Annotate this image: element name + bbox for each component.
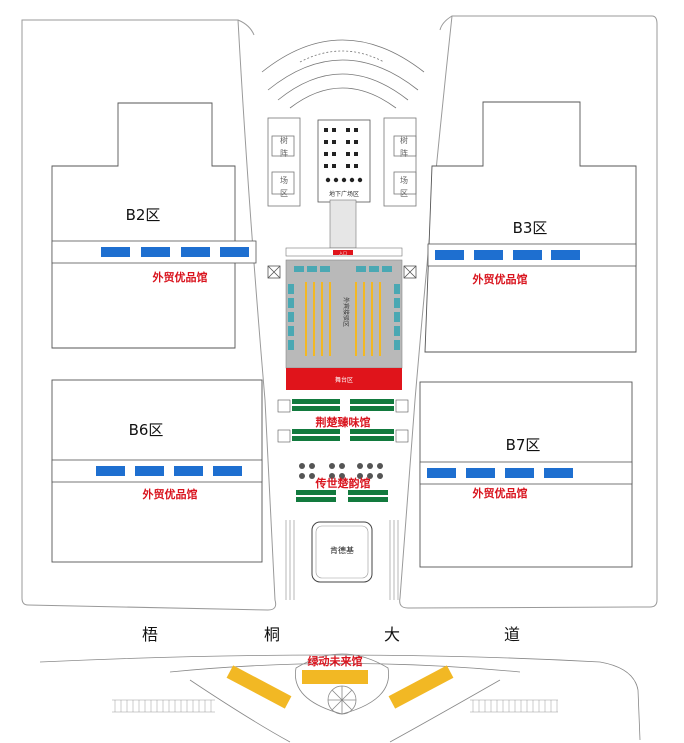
hall-lvdong-booths (226, 665, 454, 709)
hall-jingchu-booths (277, 399, 409, 443)
amphitheater (261, 39, 425, 109)
booth-row-b2 (101, 247, 249, 257)
road-char: 道 (504, 625, 520, 644)
road-char: 桐 (264, 625, 280, 644)
lower-plaza (39, 653, 641, 743)
hall-chuanshi-label[interactable]: 传世楚韵馆 (315, 476, 371, 490)
road-char: 大 (384, 625, 400, 644)
tree-plaza-right-char: 场 (400, 176, 408, 185)
stairway (329, 199, 357, 249)
booth-row-b3 (435, 250, 580, 260)
entrance-bar: 入口 (285, 247, 403, 257)
stage-label: 舞台区 (335, 376, 353, 384)
stage[interactable]: 舞台区 (286, 368, 402, 390)
zone-b3-label: B3区 (513, 219, 548, 237)
tree-plaza-left (267, 117, 301, 207)
underground-plaza[interactable]: 地下广场区 (317, 119, 371, 249)
hall-chuanshi-booths (296, 463, 388, 502)
lower-railings (112, 699, 558, 713)
zone-b6[interactable]: B6区 外贸优品馆 (51, 379, 263, 563)
shuttle-plaza-label: 外宾接驳区 (342, 297, 350, 327)
tree-plaza-right (383, 117, 417, 207)
booth-row-b6 (96, 466, 242, 476)
underground-plaza-label: 地下广场区 (329, 190, 359, 198)
tree-plaza-right-char: 区 (400, 189, 408, 198)
tree-plaza-right-char: 树 (400, 135, 408, 145)
tree-plaza-left-char: 区 (280, 189, 288, 198)
gold-rows (305, 282, 381, 356)
gate-icon-left (267, 265, 281, 279)
tree-plaza-left-char: 树 (280, 135, 288, 145)
zone-b6-label: B6区 (129, 421, 164, 439)
kfc-building[interactable]: 肯德基 (311, 521, 373, 583)
tree-plaza-right-char: 阵 (400, 148, 408, 158)
tree-plaza-left-char: 场 (280, 176, 288, 185)
seating-grid (324, 128, 363, 183)
gate-icon-right (403, 265, 417, 279)
hall-lvdong-label[interactable]: 绿动未来馆 (308, 654, 363, 668)
hall-waimao-b6[interactable]: 外贸优品馆 (142, 487, 198, 501)
road-name: 梧 桐 大 道 (142, 625, 520, 644)
booth-row-b7 (427, 468, 573, 478)
road-char: 梧 (142, 625, 158, 644)
zone-b7[interactable]: B7区 外贸优品馆 (419, 381, 633, 568)
kfc-label: 肯德基 (330, 545, 354, 555)
zone-b7-label: B7区 (506, 436, 541, 454)
zone-b3[interactable]: B3区 外贸优品馆 (424, 101, 637, 353)
hall-waimao-b3[interactable]: 外贸优品馆 (472, 272, 528, 286)
hall-waimao-b7[interactable]: 外贸优品馆 (472, 486, 528, 500)
teal-booths-left (288, 284, 294, 350)
tree-plaza-left-char: 阵 (280, 148, 288, 158)
teal-booths-right (394, 284, 400, 350)
zone-b2-label: B2区 (126, 206, 161, 224)
hall-jingchu-label[interactable]: 荆楚臻味馆 (316, 415, 371, 429)
walkway-stripes (285, 520, 399, 600)
hall-waimao-b2[interactable]: 外贸优品馆 (152, 270, 208, 284)
teal-booths-top (294, 266, 392, 272)
zone-b2[interactable]: B2区 外贸优品馆 (51, 102, 257, 349)
shuttle-plaza[interactable]: 外宾接驳区 (285, 259, 403, 369)
entrance-label: 入口 (339, 251, 347, 256)
